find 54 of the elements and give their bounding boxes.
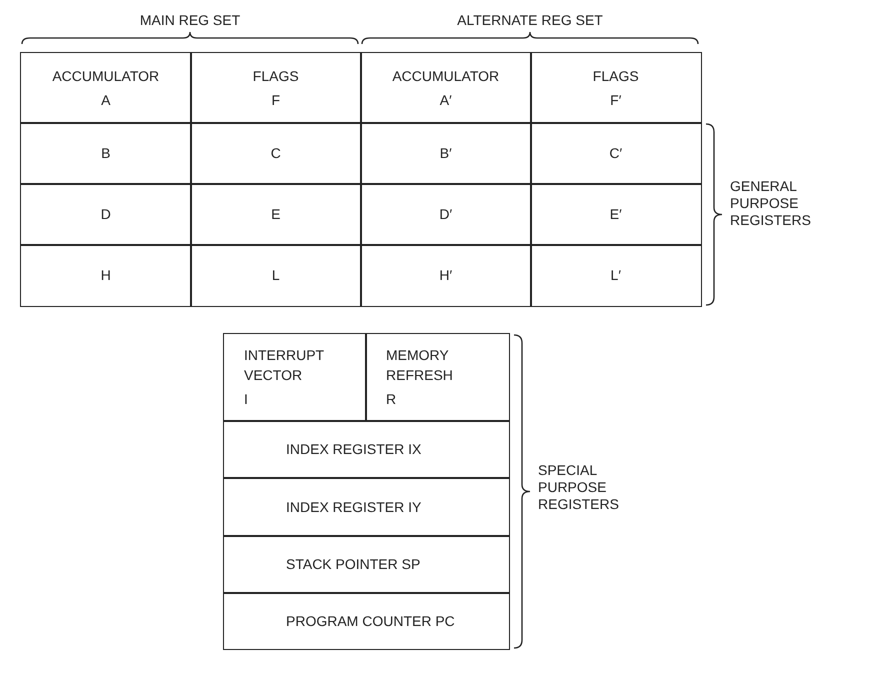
register-cell [530, 122, 702, 184]
register-cell [20, 244, 192, 306]
register-name: FLAGS [252, 66, 299, 86]
register-cell [530, 183, 702, 246]
register-label: C [270, 144, 281, 164]
register-name: ACCUMULATOR [52, 66, 160, 86]
register-cell [20, 52, 192, 124]
register-cell [223, 333, 366, 422]
register-cell [530, 52, 702, 124]
register-cell [223, 420, 510, 478]
group-label: MAIN REG SET [138, 12, 242, 29]
group-label: GENERAL PURPOSE REGISTERS [730, 178, 812, 229]
register-label: L′ [610, 266, 621, 286]
register-cell [190, 244, 362, 306]
register-label: F [271, 90, 280, 110]
register-label: D′ [439, 205, 452, 224]
register-name: FLAGS [592, 66, 639, 86]
register-label: B [101, 144, 110, 164]
register-name: MEMORY REFRESH [386, 346, 454, 386]
register-label: I [244, 390, 248, 410]
register-cell [360, 122, 532, 184]
group-label: SPECIAL PURPOSE REGISTERS [538, 462, 620, 513]
register-label: F′ [610, 90, 622, 110]
register-label: A′ [440, 90, 452, 110]
register-cell [20, 122, 192, 184]
register-cell [530, 244, 702, 306]
register-label: B′ [440, 144, 452, 164]
register-cell [190, 52, 362, 124]
register-label: H [100, 266, 111, 286]
register-label: R [386, 390, 396, 410]
register-label: INDEX REGISTER IX [286, 440, 422, 460]
register-label: D [100, 205, 111, 224]
register-label: INDEX REGISTER IY [286, 498, 422, 517]
register-label: H′ [439, 266, 452, 286]
register-name: INTERRUPT VECTOR [244, 346, 325, 386]
register-label: STACK POINTER SP [286, 555, 420, 574]
register-label: PROGRAM COUNTER PC [286, 612, 455, 631]
register-label: A [101, 90, 110, 110]
register-cell [223, 535, 510, 594]
register-cell [360, 52, 532, 124]
register-label: C′ [609, 144, 622, 164]
register-label: E′ [610, 205, 622, 224]
register-cell [360, 244, 532, 306]
register-cell [190, 122, 362, 184]
register-cell [223, 592, 510, 650]
group-label: ALTERNATE REG SET [456, 12, 604, 29]
register-cell [360, 183, 532, 246]
register-cell [365, 333, 510, 422]
register-cell [223, 477, 510, 536]
register-name: ACCUMULATOR [392, 66, 500, 86]
register-label: L [272, 266, 280, 286]
register-label: E [271, 205, 280, 224]
register-cell [20, 183, 192, 246]
register-cell [190, 183, 362, 246]
